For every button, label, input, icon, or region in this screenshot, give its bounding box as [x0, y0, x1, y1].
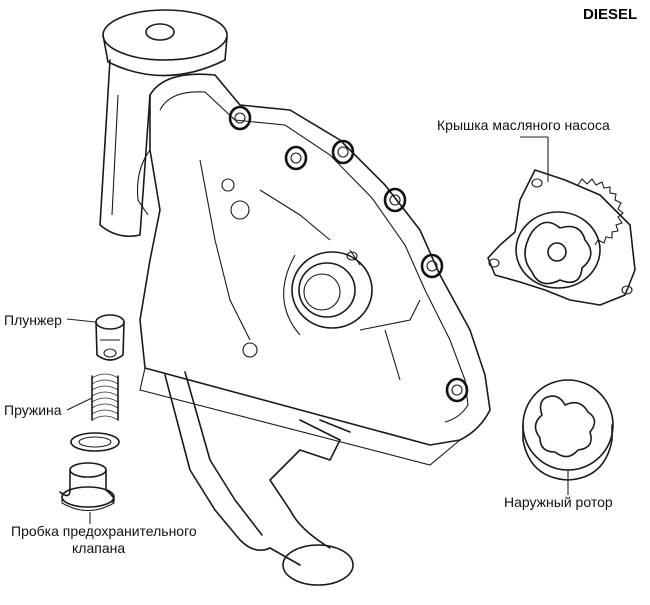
bolt-bosses [221, 105, 469, 403]
label-plunger: Плунжер [4, 312, 62, 328]
oil-pump-cover [487, 169, 636, 306]
pump-body [99, 9, 491, 466]
washer [70, 432, 120, 452]
outer-rotor [522, 379, 614, 481]
label-relief-valve-plug-line2: клапана [72, 540, 126, 556]
spring [91, 373, 119, 421]
label-oil-pump-cover: Крышка масляного насоса [437, 117, 610, 133]
label-relief-valve-plug-line1: Пробка предохранительного [11, 523, 197, 539]
relief-valve-plug [59, 462, 115, 512]
label-outer-rotor: Наружный ротор [504, 494, 613, 510]
oil-strainer [164, 371, 354, 586]
plunger [95, 314, 125, 361]
label-spring: Пружина [4, 402, 62, 418]
leader-lines [66, 136, 569, 524]
variant-label: DIESEL [583, 6, 638, 23]
